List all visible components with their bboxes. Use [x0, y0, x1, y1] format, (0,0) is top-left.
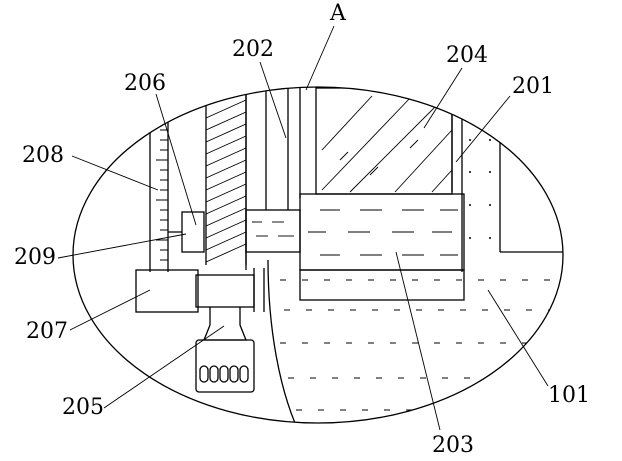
- upper-block: [299, 87, 453, 198]
- label-201: 201: [512, 74, 554, 99]
- adjustment-knob: [195, 307, 255, 393]
- tank-wall: [451, 115, 563, 272]
- label-202: 202: [232, 37, 274, 62]
- connecting-rod: [245, 87, 301, 270]
- label-209: 209: [14, 245, 56, 270]
- mechanism-detail: [135, 87, 563, 423]
- float-block: [299, 193, 465, 301]
- part-labels: A 202 204 206 201 208 209 207 205 101 20…: [14, 1, 590, 458]
- label-206: 206: [124, 71, 166, 96]
- label-205: 205: [62, 395, 104, 420]
- label-101: 101: [548, 383, 590, 408]
- label-208: 208: [22, 143, 64, 168]
- detail-outline: [72, 86, 564, 424]
- label-a: A: [329, 1, 347, 26]
- label-207: 207: [26, 319, 68, 344]
- liquid-region: [267, 139, 560, 423]
- threaded-screw: [205, 87, 247, 265]
- nut-block: [135, 268, 265, 313]
- leader-lines: [57, 25, 549, 431]
- label-203: 203: [432, 433, 474, 458]
- indicator-slider: [168, 211, 205, 253]
- label-204: 204: [446, 43, 488, 68]
